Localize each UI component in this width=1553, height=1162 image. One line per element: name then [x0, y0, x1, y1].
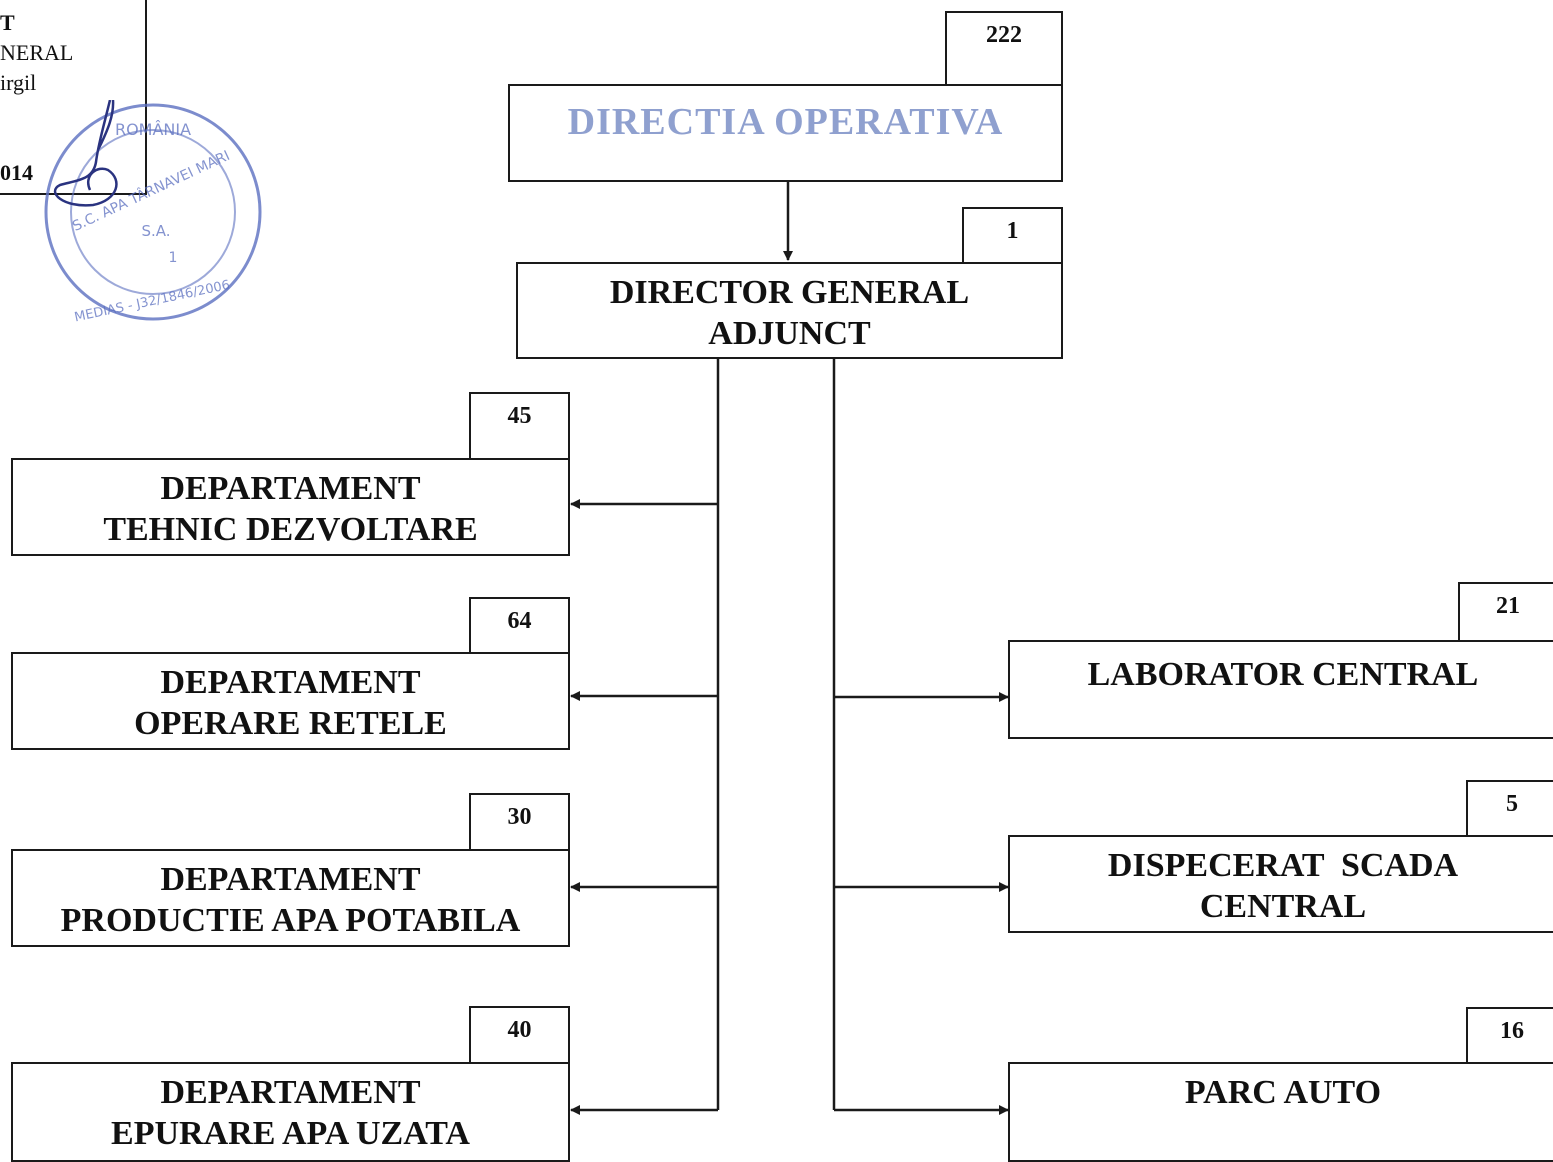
director-line-2: ADJUNCT	[708, 315, 871, 352]
retele-line-2: OPERARE RETELE	[134, 705, 447, 742]
parc-auto-headcount: 16	[1466, 1007, 1553, 1064]
node-departament-epurare-apa-uzata: DEPARTAMENT EPURARE APA UZATA	[11, 1062, 570, 1162]
node-departament-productie-apa-potabila: DEPARTAMENT PRODUCTIE APA POTABILA	[11, 849, 570, 947]
node-departament-operare-retele: DEPARTAMENT OPERARE RETELE	[11, 652, 570, 750]
dispecerat-line-1: DISPECERAT SCADA	[1107, 847, 1459, 884]
approval-line-2: NERAL	[0, 40, 74, 65]
parc-auto-line-1: PARC AUTO	[1184, 1074, 1382, 1111]
seal-sa-text: S.A.	[141, 222, 170, 240]
epurare-line-2: EPURARE APA UZATA	[111, 1115, 470, 1152]
approval-date: 014	[0, 160, 33, 185]
approval-line-1: T	[0, 10, 15, 35]
approval-block: T NERAL irgil 014	[0, 0, 147, 195]
laborator-headcount: 21	[1458, 582, 1553, 642]
signature	[53, 100, 118, 207]
tehnic-line-2: TEHNIC DEZVOLTARE	[103, 511, 478, 548]
root-node-directia-operativa: DIRECTIA OPERATIVA	[508, 84, 1063, 182]
dispecerat-line-2: CENTRAL	[1199, 888, 1367, 925]
company-seal: ROMÂNIA S.C. APA TÂRNAVEI MARI S.A. 1 ME…	[44, 100, 262, 325]
tehnic-headcount: 45	[469, 392, 570, 460]
seal-top-text: ROMÂNIA	[115, 120, 191, 139]
productie-line-1: DEPARTAMENT	[160, 861, 421, 898]
tehnic-line-1: DEPARTAMENT	[160, 470, 421, 507]
director-line-1: DIRECTOR GENERAL	[609, 274, 970, 311]
laborator-line-1: LABORATOR CENTRAL	[1087, 656, 1479, 693]
node-dispecerat-scada-central: DISPECERAT SCADA CENTRAL	[1008, 835, 1553, 933]
epurare-headcount: 40	[469, 1006, 570, 1064]
node-parc-auto: PARC AUTO	[1008, 1062, 1553, 1162]
root-headcount: 222	[945, 11, 1063, 86]
retele-line-1: DEPARTAMENT	[160, 664, 421, 701]
root-title: DIRECTIA OPERATIVA	[567, 101, 1004, 143]
director-headcount: 1	[962, 207, 1063, 264]
node-laborator-central: LABORATOR CENTRAL	[1008, 640, 1553, 739]
dispecerat-headcount: 5	[1466, 780, 1553, 837]
retele-headcount: 64	[469, 597, 570, 654]
node-departament-tehnic-dezvoltare: DEPARTAMENT TEHNIC DEZVOLTARE	[11, 458, 570, 556]
productie-headcount: 30	[469, 793, 570, 851]
seal-number-text: 1	[169, 250, 178, 266]
productie-line-2: PRODUCTIE APA POTABILA	[60, 902, 521, 939]
node-director-general-adjunct: DIRECTOR GENERAL ADJUNCT	[516, 262, 1063, 359]
epurare-line-1: DEPARTAMENT	[160, 1074, 421, 1111]
approval-line-3: irgil	[0, 70, 37, 95]
